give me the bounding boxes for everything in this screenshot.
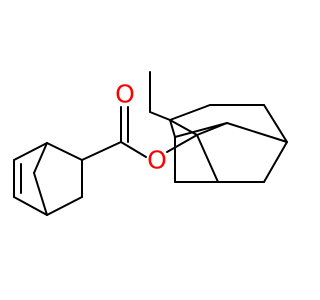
norbornene-ring <box>13 142 83 216</box>
bond-c4-c5 <box>13 196 48 216</box>
bond-c6-c1 <box>13 142 48 161</box>
bond-ad-l <box>226 122 288 143</box>
bond-ethyl-ch2-adamantane <box>149 111 171 121</box>
bond-ad-m <box>174 122 228 138</box>
bond-ester-oxygen-adamantane <box>166 134 198 153</box>
ester-oxygen-label: O <box>147 146 167 175</box>
bond-ad-j <box>196 134 219 183</box>
bond-bridge-c4 <box>33 172 48 216</box>
bond-ad-c <box>263 104 288 143</box>
bond-c1-bridge <box>33 142 48 174</box>
bond-ad-h <box>169 119 176 138</box>
ester-group: O O <box>81 80 198 175</box>
ethyl-group <box>149 71 171 121</box>
bond-ring-carbonyl-carbon <box>81 141 122 161</box>
bond-carbonyl-ester-oxygen <box>120 141 147 158</box>
bond-ad-d <box>263 141 288 183</box>
adamantane-cage <box>169 104 288 183</box>
chemical-structure-diagram: O O <box>13 71 288 216</box>
carbonyl-oxygen-label: O <box>115 80 135 109</box>
bond-c1-c2 <box>46 142 83 161</box>
bond-c3-c4 <box>46 196 83 216</box>
bond-ad-a <box>169 104 211 121</box>
